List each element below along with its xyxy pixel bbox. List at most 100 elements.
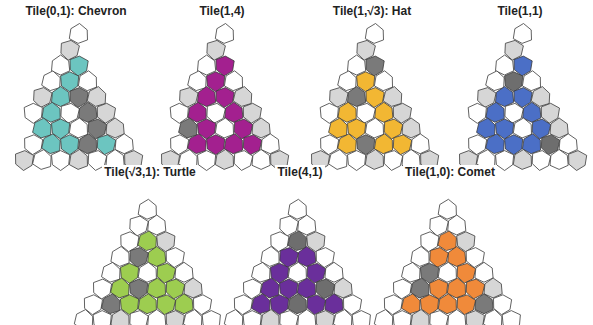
tile	[513, 118, 531, 138]
tile-title: Tile(4,1)	[275, 165, 324, 179]
tile	[513, 150, 531, 170]
tile	[438, 262, 456, 282]
tile	[502, 311, 520, 325]
tile-title: Tile(√3,1): Turtle	[102, 165, 198, 179]
tile	[325, 262, 343, 282]
tile-title: Tile(0,1): Chevron	[23, 4, 128, 18]
tile	[183, 310, 202, 325]
tile	[402, 118, 420, 138]
tile	[365, 118, 383, 138]
tile	[466, 311, 484, 325]
tile	[298, 310, 316, 325]
tile-title: Tile(1,√3): Hat	[331, 4, 413, 18]
tile	[329, 118, 348, 138]
tile	[522, 71, 540, 91]
tile	[74, 310, 93, 325]
tile	[224, 310, 243, 325]
tile-title: Tile(1,1)	[495, 4, 544, 18]
tile	[411, 310, 429, 325]
tile	[288, 294, 306, 314]
tile-patch	[74, 199, 220, 325]
tile	[78, 71, 96, 91]
tile	[438, 294, 456, 314]
tile	[52, 151, 70, 171]
tile	[384, 151, 403, 171]
tile	[179, 118, 198, 138]
tile	[198, 151, 216, 171]
tile	[496, 151, 514, 171]
tile	[448, 310, 466, 325]
tile	[352, 311, 370, 325]
tile	[69, 24, 87, 44]
tile	[365, 24, 383, 44]
tile	[115, 134, 133, 154]
tile	[298, 247, 316, 267]
tile	[234, 151, 253, 171]
tile	[106, 118, 124, 138]
tile	[374, 310, 393, 325]
tile	[138, 199, 156, 219]
tile	[333, 310, 352, 325]
tile	[252, 118, 270, 138]
tile	[261, 310, 279, 325]
tile	[215, 24, 233, 44]
tile	[166, 311, 184, 325]
tile	[550, 150, 568, 170]
tile	[411, 134, 429, 154]
tile-patch	[162, 24, 289, 171]
tile	[148, 247, 166, 267]
tile	[69, 118, 87, 138]
tile	[334, 278, 352, 298]
tile	[365, 150, 383, 170]
tile	[393, 311, 411, 325]
tile	[102, 262, 121, 282]
tile	[215, 118, 233, 138]
tile	[438, 199, 456, 219]
tile	[224, 71, 242, 91]
tile-patch	[374, 199, 520, 325]
tile	[215, 150, 233, 170]
tile	[202, 311, 220, 325]
tile-patch	[460, 24, 587, 171]
tile-patch	[16, 24, 143, 171]
tile	[325, 294, 343, 314]
tile	[484, 278, 502, 298]
tile-patch	[224, 199, 370, 325]
tile	[252, 294, 271, 314]
tile	[483, 310, 502, 325]
tile	[138, 262, 156, 282]
tile	[402, 294, 421, 314]
tile	[316, 311, 334, 325]
tile	[148, 310, 166, 325]
tile-title: Tile(1,0): Comet	[403, 165, 497, 179]
tile	[288, 262, 306, 282]
tile	[329, 150, 348, 170]
tile	[348, 151, 366, 171]
tile	[130, 311, 149, 325]
tile	[448, 247, 466, 267]
tile	[477, 118, 496, 138]
tile	[93, 311, 111, 325]
tile	[475, 262, 493, 282]
tile	[513, 24, 531, 44]
tile	[243, 311, 261, 325]
tile	[402, 262, 421, 282]
tile	[280, 311, 299, 325]
tile	[102, 294, 121, 314]
tile	[184, 278, 202, 298]
tile	[559, 134, 577, 154]
tile	[175, 294, 193, 314]
tile	[252, 150, 270, 170]
tile	[430, 311, 449, 325]
tile	[550, 118, 568, 138]
tile	[475, 294, 493, 314]
tile-title: Tile(1,4)	[197, 4, 246, 18]
tile	[33, 118, 52, 138]
tile-patch	[312, 24, 439, 171]
tile	[33, 150, 52, 170]
tile	[138, 294, 156, 314]
tile	[374, 71, 392, 91]
tile	[69, 150, 87, 170]
tile	[175, 262, 193, 282]
